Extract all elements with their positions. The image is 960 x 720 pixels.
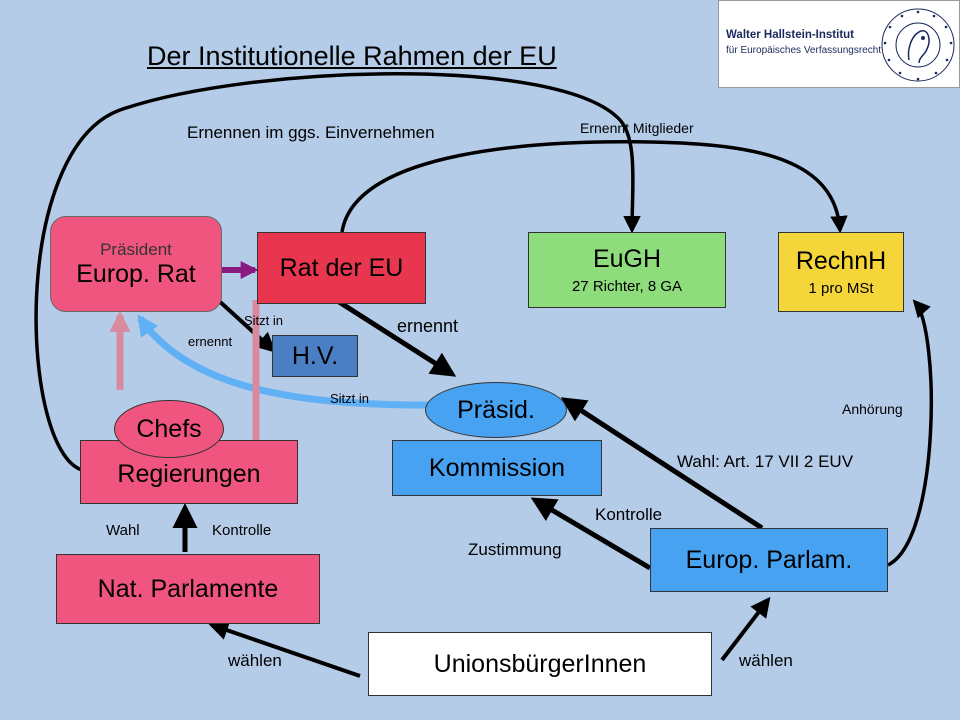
praesident-europ-rat-box: Präsident Europ. Rat: [50, 216, 222, 312]
hv-box: H.V.: [272, 335, 358, 377]
rechnh-box: RechnH 1 pro MSt: [778, 232, 904, 312]
kommission-box: Kommission: [392, 440, 602, 496]
chefs-ellipse: Chefs: [114, 400, 224, 458]
arrow-buerger-to-ep: [720, 596, 771, 662]
label-wahl-art: Wahl: Art. 17 VII 2 EUV: [677, 452, 854, 471]
praesid-label: Präsid.: [457, 395, 535, 424]
unionsbuerger-label: UnionsbürgerInnen: [433, 649, 647, 678]
label-wahl: Wahl: [106, 522, 140, 539]
rechnh-label: RechnH: [795, 247, 887, 275]
regierungen-box: Regierungen: [80, 440, 298, 504]
label-ernennt-hv: ernennt: [188, 334, 233, 349]
label-kontrolle-np: Kontrolle: [212, 522, 272, 539]
page-title: Der Institutionelle Rahmen der EU: [147, 41, 557, 71]
label-waehlen-left: wählen: [228, 651, 282, 670]
label-sitzt-in-europrat: Sitzt in: [330, 391, 370, 406]
nat-parlamente-box: Nat. Parlamente: [56, 554, 320, 624]
hv-label: H.V.: [291, 341, 339, 370]
eugh-box: EuGH 27 Richter, 8 GA: [528, 232, 726, 308]
label-waehlen-right: wählen: [739, 651, 793, 670]
label-ernennen-einvernehmen: Ernennen im ggs. Einvernehmen: [187, 123, 435, 142]
europ-parlam-label: Europ. Parlam.: [685, 545, 853, 574]
label-zustimmung: Zustimmung: [468, 540, 562, 559]
label-anhoerung: Anhörung: [842, 401, 903, 417]
arrow-rat-to-praesid: [334, 297, 457, 377]
arrow-ep-to-kommission: [530, 497, 652, 571]
regierungen-label: Regierungen: [117, 460, 261, 488]
rat-der-eu-label: Rat der EU: [279, 253, 404, 282]
europ-rat-label: Europ. Rat: [76, 259, 196, 288]
rechnh-subtitle: 1 pro MSt: [808, 280, 874, 297]
unionsbuerger-box: UnionsbürgerInnen: [368, 632, 712, 696]
university-seal-icon: [881, 8, 955, 82]
europ-parlam-box: Europ. Parlam.: [650, 528, 888, 592]
kommission-label: Kommission: [428, 453, 566, 482]
arrow-regierungen-to-eugh: [34, 72, 641, 472]
arrow-ep-to-rechnh: [887, 299, 933, 567]
label-sitzt-in-hv: Sitzt in: [244, 313, 284, 328]
nat-parlamente-label: Nat. Parlamente: [97, 574, 279, 603]
arrow-buerger-to-natparl: [208, 620, 361, 678]
praesid-ellipse: Präsid.: [425, 382, 567, 438]
arrow-europrat-to-hv: [216, 298, 276, 353]
label-ernennt-praesid: ernennt: [397, 316, 459, 336]
praesident-label: Präsident: [100, 239, 172, 259]
label-ernennt-mitglieder: Ernennt Mitglieder: [580, 120, 694, 136]
label-kontrolle-ep: Kontrolle: [595, 505, 663, 524]
institute-logo: Walter Hallstein-Institut für Europäisch…: [718, 0, 960, 88]
chefs-label: Chefs: [136, 414, 202, 443]
eugh-label: EuGH: [592, 245, 662, 273]
eugh-subtitle: 27 Richter, 8 GA: [571, 278, 683, 295]
logo-name: Walter Hallstein-Institut: [726, 29, 854, 41]
logo-subtitle: für Europäisches Verfassungsrecht: [726, 45, 882, 56]
arrow-ep-to-praesid: [560, 397, 764, 531]
arrow-rat-to-rechnh: [340, 140, 848, 234]
rat-der-eu-box: Rat der EU: [257, 232, 426, 304]
